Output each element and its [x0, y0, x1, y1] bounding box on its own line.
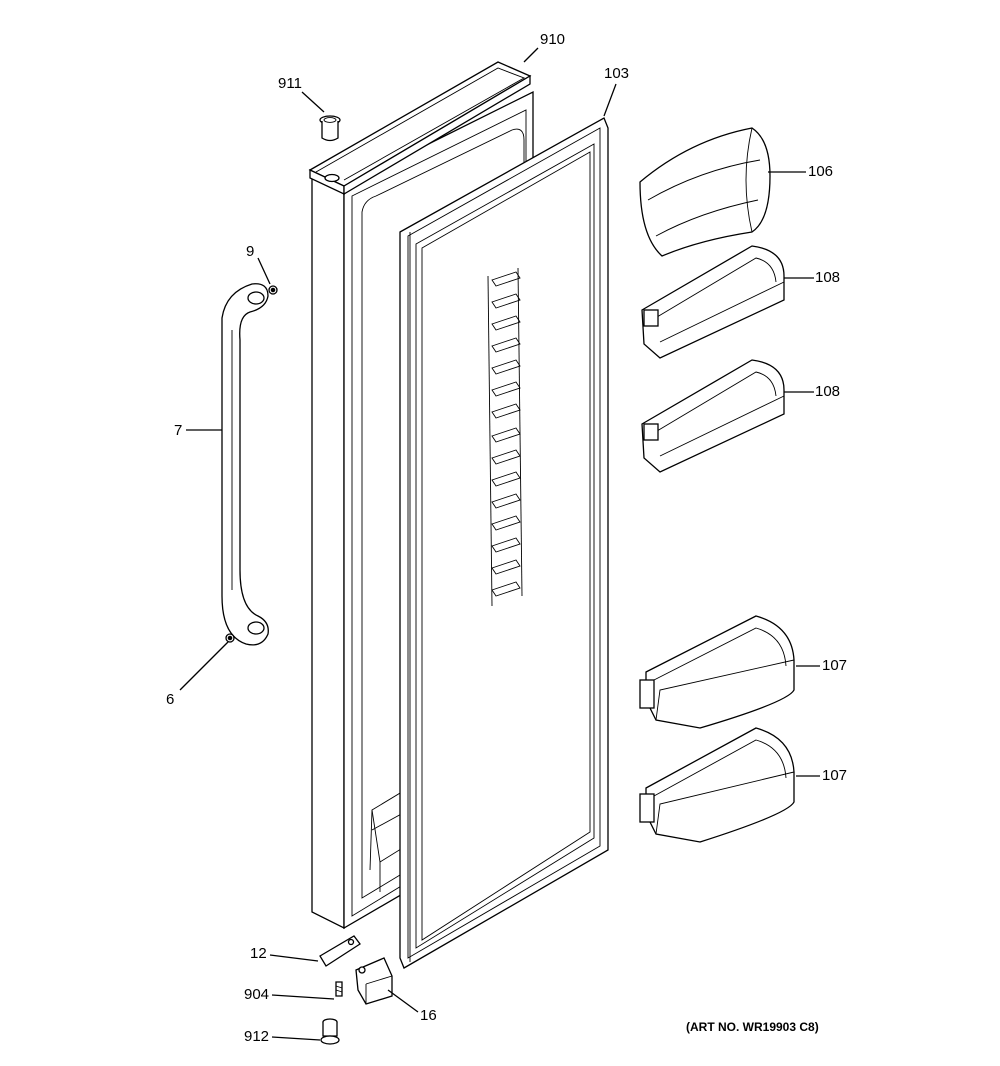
- callout-16: 16: [420, 1007, 437, 1024]
- callout-12: 12: [250, 945, 267, 962]
- bushing-912: [320, 1018, 340, 1045]
- callout-108-upper: 108: [815, 269, 840, 286]
- door-handle: [221, 283, 269, 646]
- callout-108-lower: 108: [815, 383, 840, 400]
- door-bin-108-lower: [641, 359, 785, 473]
- callout-7: 7: [174, 422, 182, 439]
- door-bin-108-upper: [641, 245, 785, 359]
- callout-9: 9: [246, 243, 254, 260]
- callout-904: 904: [244, 986, 269, 1003]
- callout-107-upper: 107: [822, 657, 847, 674]
- callout-910: 910: [540, 31, 565, 48]
- screw-6: [225, 633, 235, 643]
- leader-lines: [179, 47, 820, 1041]
- screw-9: [268, 285, 278, 295]
- callout-912: 912: [244, 1028, 269, 1045]
- door-top-cap: [308, 61, 532, 196]
- callout-911: 911: [278, 75, 302, 92]
- shelf-support-ribs: [487, 267, 523, 607]
- callout-labels: 910 911 103 106 108 108 9 7 6 107 107 12…: [166, 31, 847, 1045]
- door-stop-16: [355, 957, 393, 1005]
- art-number: (ART NO. WR19903 C8): [686, 1020, 819, 1034]
- door-bin-107-lower: [639, 727, 795, 843]
- callout-106: 106: [808, 163, 833, 180]
- callout-103: 103: [604, 65, 629, 82]
- hinge-bracket-12: [319, 935, 361, 967]
- screw-904: [335, 981, 343, 997]
- cap-plug: [319, 115, 341, 142]
- callout-6: 6: [166, 691, 174, 708]
- door-gasket: [399, 117, 609, 969]
- dairy-compartment-door: [639, 127, 771, 257]
- door-bin-107-upper: [639, 615, 795, 729]
- callout-107-lower: 107: [822, 767, 847, 784]
